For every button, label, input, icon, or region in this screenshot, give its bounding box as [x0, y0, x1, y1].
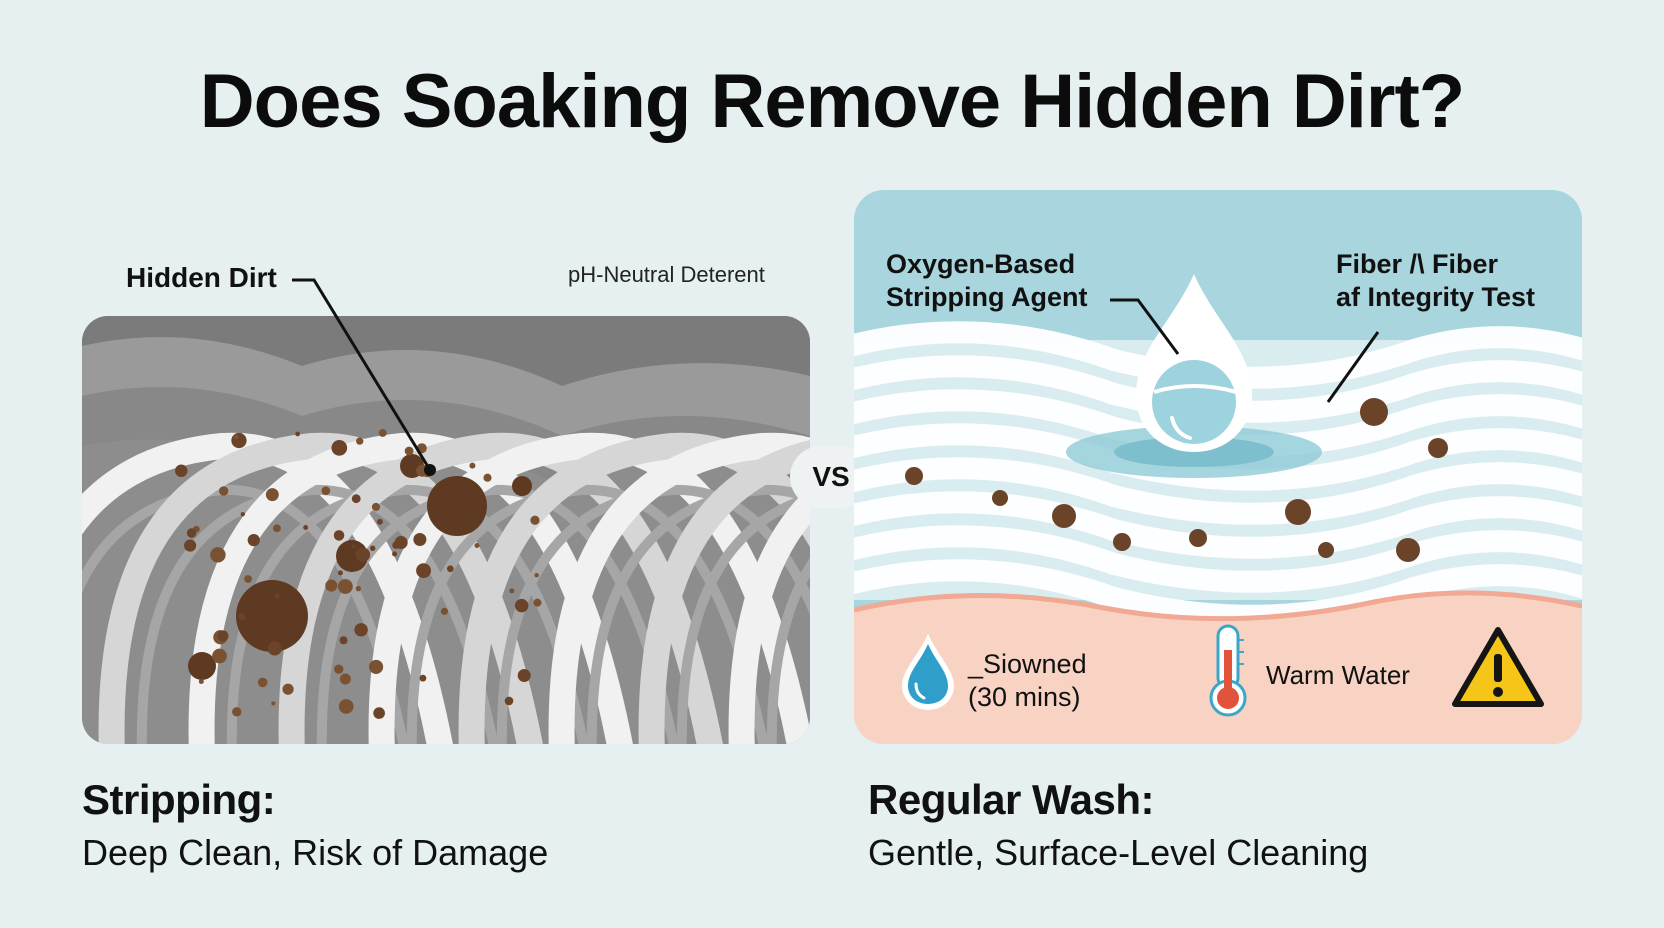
- soak-time-line1: _Siowned: [968, 649, 1087, 679]
- hidden-dirt-label: Hidden Dirt: [126, 262, 277, 293]
- stripping-caption-title: Stripping:: [82, 776, 276, 823]
- oxygen-agent-label: Oxygen-Based Stripping Agent: [886, 248, 1087, 314]
- oxygen-agent-label-line2: Stripping Agent: [886, 282, 1088, 312]
- regular-wash-caption-title: Regular Wash:: [868, 776, 1154, 823]
- warm-water-label: Warm Water: [1266, 660, 1410, 690]
- fiber-integrity-label: Fiber /\ Fiber af Integrity Test: [1336, 248, 1535, 314]
- fiber-integrity-label-line2: af Integrity Test: [1336, 282, 1536, 312]
- page-title: Does Soaking Remove Hidden Dirt?: [199, 59, 1465, 144]
- regular-wash-caption-subtitle: Gentle, Surface-Level Cleaning: [868, 832, 1369, 873]
- warning-icon: [1450, 624, 1546, 715]
- water-drop-icon: [896, 630, 960, 717]
- stripping-caption-subtitle: Deep Clean, Risk of Damage: [82, 832, 549, 873]
- oxygen-agent-label-line1: Oxygen-Based: [886, 249, 1076, 279]
- fiber-integrity-label-line1: Fiber /\ Fiber: [1336, 249, 1499, 279]
- soak-time-label: _Siowned (30 mins): [968, 648, 1087, 714]
- detergent-label: pH-Neutral Deterent: [568, 262, 765, 287]
- thermometer-icon: [1204, 622, 1252, 725]
- stripping-illustration: [82, 316, 810, 744]
- regular-wash-illustration: [854, 190, 1582, 744]
- soak-time-line2: (30 mins): [968, 682, 1081, 712]
- water-drop-illustration: [1136, 274, 1252, 452]
